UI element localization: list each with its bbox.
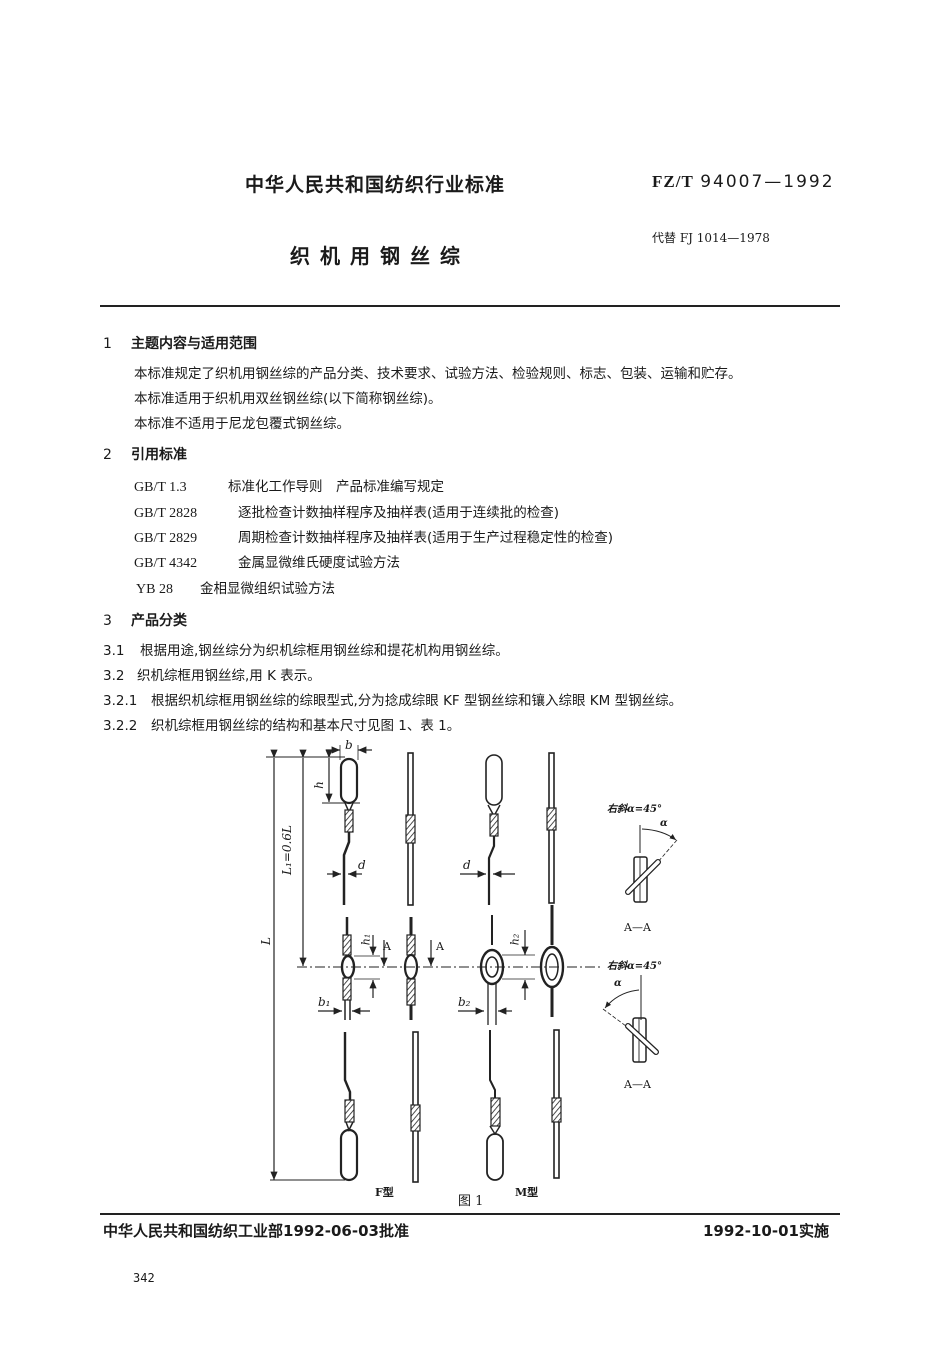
clause-text: 织机综框用钢丝综的结构和基本尺寸见图 1、表 1。 xyxy=(151,718,461,734)
dim-h2-label: h₂ xyxy=(508,933,522,946)
clause-number: 3.2.1 xyxy=(103,693,138,709)
type-m-label: M型 xyxy=(515,1186,539,1199)
dim-d-label-m: d xyxy=(463,858,471,872)
clause: 3.2.2 织机综框用钢丝综的结构和基本尺寸见图 1、表 1。 xyxy=(103,714,460,734)
standard-prefix: FZ/T xyxy=(652,172,694,191)
reference-item: GB/T 2828 逐批检查计数抽样程序及抽样表(适用于连续批的检查) xyxy=(134,501,559,522)
alpha-label-1: α xyxy=(660,818,668,829)
dim-h-label: h xyxy=(311,781,326,789)
dim-b2-label: b₂ xyxy=(458,995,471,1009)
clause-number: 3.2 xyxy=(103,668,125,684)
section-1-paragraph: 本标准适用于织机用双丝钢丝综(以下简称钢丝综)。 xyxy=(134,391,442,407)
page-number: 342 xyxy=(133,1271,155,1285)
reference-item: GB/T 4342 金属显微维氏硬度试验方法 xyxy=(134,551,400,572)
section-number: 1 xyxy=(103,336,112,352)
clause-text: 根据织机综框用钢丝综的综眼型式,分为捻成综眼 KF 型钢丝综和镶入综眼 KM 型… xyxy=(151,693,683,709)
section-number: 3 xyxy=(103,613,112,629)
clause: 3.1 根据用途,钢丝综分为织机综框用钢丝综和提花机构用钢丝综。 xyxy=(103,639,509,659)
dim-L1-label: L₁=0.6L xyxy=(279,825,294,875)
reference-item: GB/T 1.3 标准化工作导则 产品标准编写规定 xyxy=(134,475,444,496)
replaces-note: 代替 FJ 1014—1978 xyxy=(652,231,770,245)
section-view-1-angle: 右斜α=45° xyxy=(607,804,662,815)
section-marker-left: A xyxy=(383,940,391,953)
figure-caption: 图 1 xyxy=(458,1194,484,1209)
clause: 3.2.1 根据织机综框用钢丝综的综眼型式,分为捻成综眼 KF 型钢丝综和镶入综眼… xyxy=(103,689,682,709)
section-view-2-label: A—A xyxy=(624,1078,651,1091)
reference-code: GB/T 2828 xyxy=(134,506,198,521)
clause-number: 3.2.2 xyxy=(103,718,138,734)
clause-text: 根据用途,钢丝综分为织机综框用钢丝综和提花机构用钢丝综。 xyxy=(140,643,509,659)
reference-code: GB/T 2829 xyxy=(134,531,198,546)
section-title: 产品分类 xyxy=(131,613,187,629)
section-3-heading: 3 产品分类 xyxy=(103,610,187,630)
dim-b-label: b xyxy=(345,738,353,752)
standard-code: FZ/T 94007—1992 xyxy=(652,172,835,192)
dim-d-label: d xyxy=(358,858,366,872)
reference-code: GB/T 4342 xyxy=(134,556,198,571)
reference-item: GB/T 2829 周期检查计数抽样程序及抽样表(适用于生产过程稳定性的检查) xyxy=(134,526,613,547)
clause-text: 织机综框用钢丝综,用 K 表示。 xyxy=(137,668,321,684)
section-2-heading: 2 引用标准 xyxy=(103,444,187,464)
section-number: 2 xyxy=(103,447,112,463)
section-1-heading: 1 主题内容与适用范围 xyxy=(103,333,257,353)
section-title: 主题内容与适用范围 xyxy=(131,336,257,352)
section-1-paragraph: 本标准规定了织机用钢丝综的产品分类、技术要求、试验方法、检验规则、标志、包装、运… xyxy=(134,366,742,382)
document-title: 织机用钢丝综 xyxy=(290,244,470,268)
alpha-label-2: α xyxy=(614,978,622,989)
dim-L-label: L xyxy=(258,937,273,945)
reference-code: GB/T 1.3 xyxy=(134,480,187,495)
reference-title: 逐批检查计数抽样程序及抽样表(适用于连续批的检查) xyxy=(238,505,560,521)
clause: 3.2 织机综框用钢丝综,用 K 表示。 xyxy=(103,664,321,684)
footer-divider xyxy=(100,1213,840,1215)
section-marker-right: A xyxy=(436,940,444,953)
approval-note: 中华人民共和国纺织工业部1992-06-03批准 xyxy=(103,1222,409,1240)
implementation-date: 1992-10-01实施 xyxy=(703,1222,829,1240)
dim-b1-label: b₁ xyxy=(318,995,331,1009)
reference-title: 金属显微维氏硬度试验方法 xyxy=(238,555,400,571)
reference-title: 金相显微组织试验方法 xyxy=(200,581,335,597)
dim-h1-label: h₁ xyxy=(359,933,373,946)
reference-code: YB 28 xyxy=(136,582,173,597)
section-view-1-label: A—A xyxy=(624,921,651,934)
header-divider xyxy=(100,305,840,307)
reference-item: YB 28 金相显微组织试验方法 xyxy=(136,577,335,598)
section-view-2-angle: 右斜α=45° xyxy=(607,961,662,972)
clause-number: 3.1 xyxy=(103,643,125,659)
issuing-organization: 中华人民共和国纺织行业标准 xyxy=(245,174,506,196)
section-1-paragraph: 本标准不适用于尼龙包覆式钢丝综。 xyxy=(134,416,350,432)
standard-number: 94007—1992 xyxy=(700,172,835,192)
reference-title: 周期检查计数抽样程序及抽样表(适用于生产过程稳定性的检查) xyxy=(238,530,614,546)
section-title: 引用标准 xyxy=(131,447,187,463)
reference-title: 标准化工作导则 产品标准编写规定 xyxy=(228,479,444,495)
type-f-label: F型 xyxy=(375,1186,394,1199)
